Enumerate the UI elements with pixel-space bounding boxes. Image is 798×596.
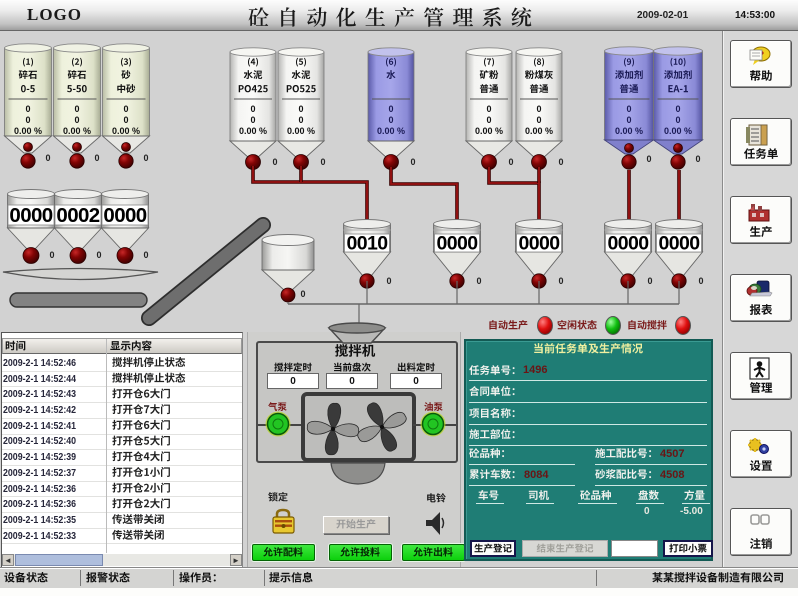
svg-text:0002: 0002 [56, 204, 99, 227]
svg-text:0.00 %: 0.00 % [475, 126, 503, 136]
svg-text:0: 0 [298, 104, 303, 114]
svg-text:0: 0 [298, 115, 303, 125]
svg-text:0: 0 [486, 115, 491, 125]
svg-text:0: 0 [74, 104, 79, 114]
svg-text:0.00 %: 0.00 % [14, 126, 42, 136]
svg-text:0: 0 [123, 115, 128, 125]
svg-text:0.00 %: 0.00 % [377, 126, 405, 136]
svg-text:0000: 0000 [437, 233, 479, 255]
svg-text:0: 0 [96, 250, 101, 260]
svg-text:0: 0 [250, 115, 255, 125]
svg-text:0: 0 [123, 104, 128, 114]
svg-text:0.00 %: 0.00 % [615, 126, 643, 136]
svg-text:0: 0 [558, 276, 563, 286]
svg-text:0: 0 [386, 276, 391, 286]
svg-text:0.00 %: 0.00 % [63, 126, 91, 136]
svg-text:0000: 0000 [659, 233, 701, 255]
svg-text:0: 0 [486, 104, 491, 114]
svg-text:0: 0 [49, 250, 54, 260]
svg-text:0: 0 [558, 157, 563, 167]
svg-text:0.00 %: 0.00 % [525, 126, 553, 136]
svg-text:0: 0 [675, 104, 680, 114]
svg-text:0: 0 [143, 153, 148, 163]
svg-text:0: 0 [626, 115, 631, 125]
svg-text:0: 0 [695, 154, 700, 164]
svg-text:0: 0 [300, 289, 305, 299]
svg-text:0: 0 [646, 154, 651, 164]
svg-text:0: 0 [536, 104, 541, 114]
svg-text:0.00 %: 0.00 % [287, 126, 315, 136]
svg-text:0: 0 [675, 115, 680, 125]
svg-text:0: 0 [410, 157, 415, 167]
svg-text:0: 0 [388, 115, 393, 125]
svg-text:0.00 %: 0.00 % [664, 126, 692, 136]
svg-text:0: 0 [698, 276, 703, 286]
svg-text:0: 0 [143, 250, 148, 260]
svg-text:0: 0 [272, 157, 277, 167]
svg-text:0000: 0000 [608, 233, 650, 255]
svg-text:0: 0 [74, 115, 79, 125]
svg-text:0: 0 [25, 115, 30, 125]
svg-text:0000: 0000 [9, 204, 52, 227]
svg-text:0: 0 [320, 157, 325, 167]
svg-text:0: 0 [250, 104, 255, 114]
svg-text:0000: 0000 [519, 233, 561, 255]
svg-text:0.00 %: 0.00 % [112, 126, 140, 136]
svg-text:0: 0 [94, 153, 99, 163]
svg-text:0: 0 [476, 276, 481, 286]
svg-text:0010: 0010 [347, 233, 389, 255]
svg-text:0: 0 [388, 104, 393, 114]
svg-text:0: 0 [45, 153, 50, 163]
svg-text:0: 0 [536, 115, 541, 125]
svg-text:0: 0 [626, 104, 631, 114]
svg-text:0.00 %: 0.00 % [239, 126, 267, 136]
svg-text:0: 0 [508, 157, 513, 167]
svg-text:0: 0 [25, 104, 30, 114]
svg-text:0: 0 [647, 276, 652, 286]
svg-text:0000: 0000 [103, 204, 146, 227]
